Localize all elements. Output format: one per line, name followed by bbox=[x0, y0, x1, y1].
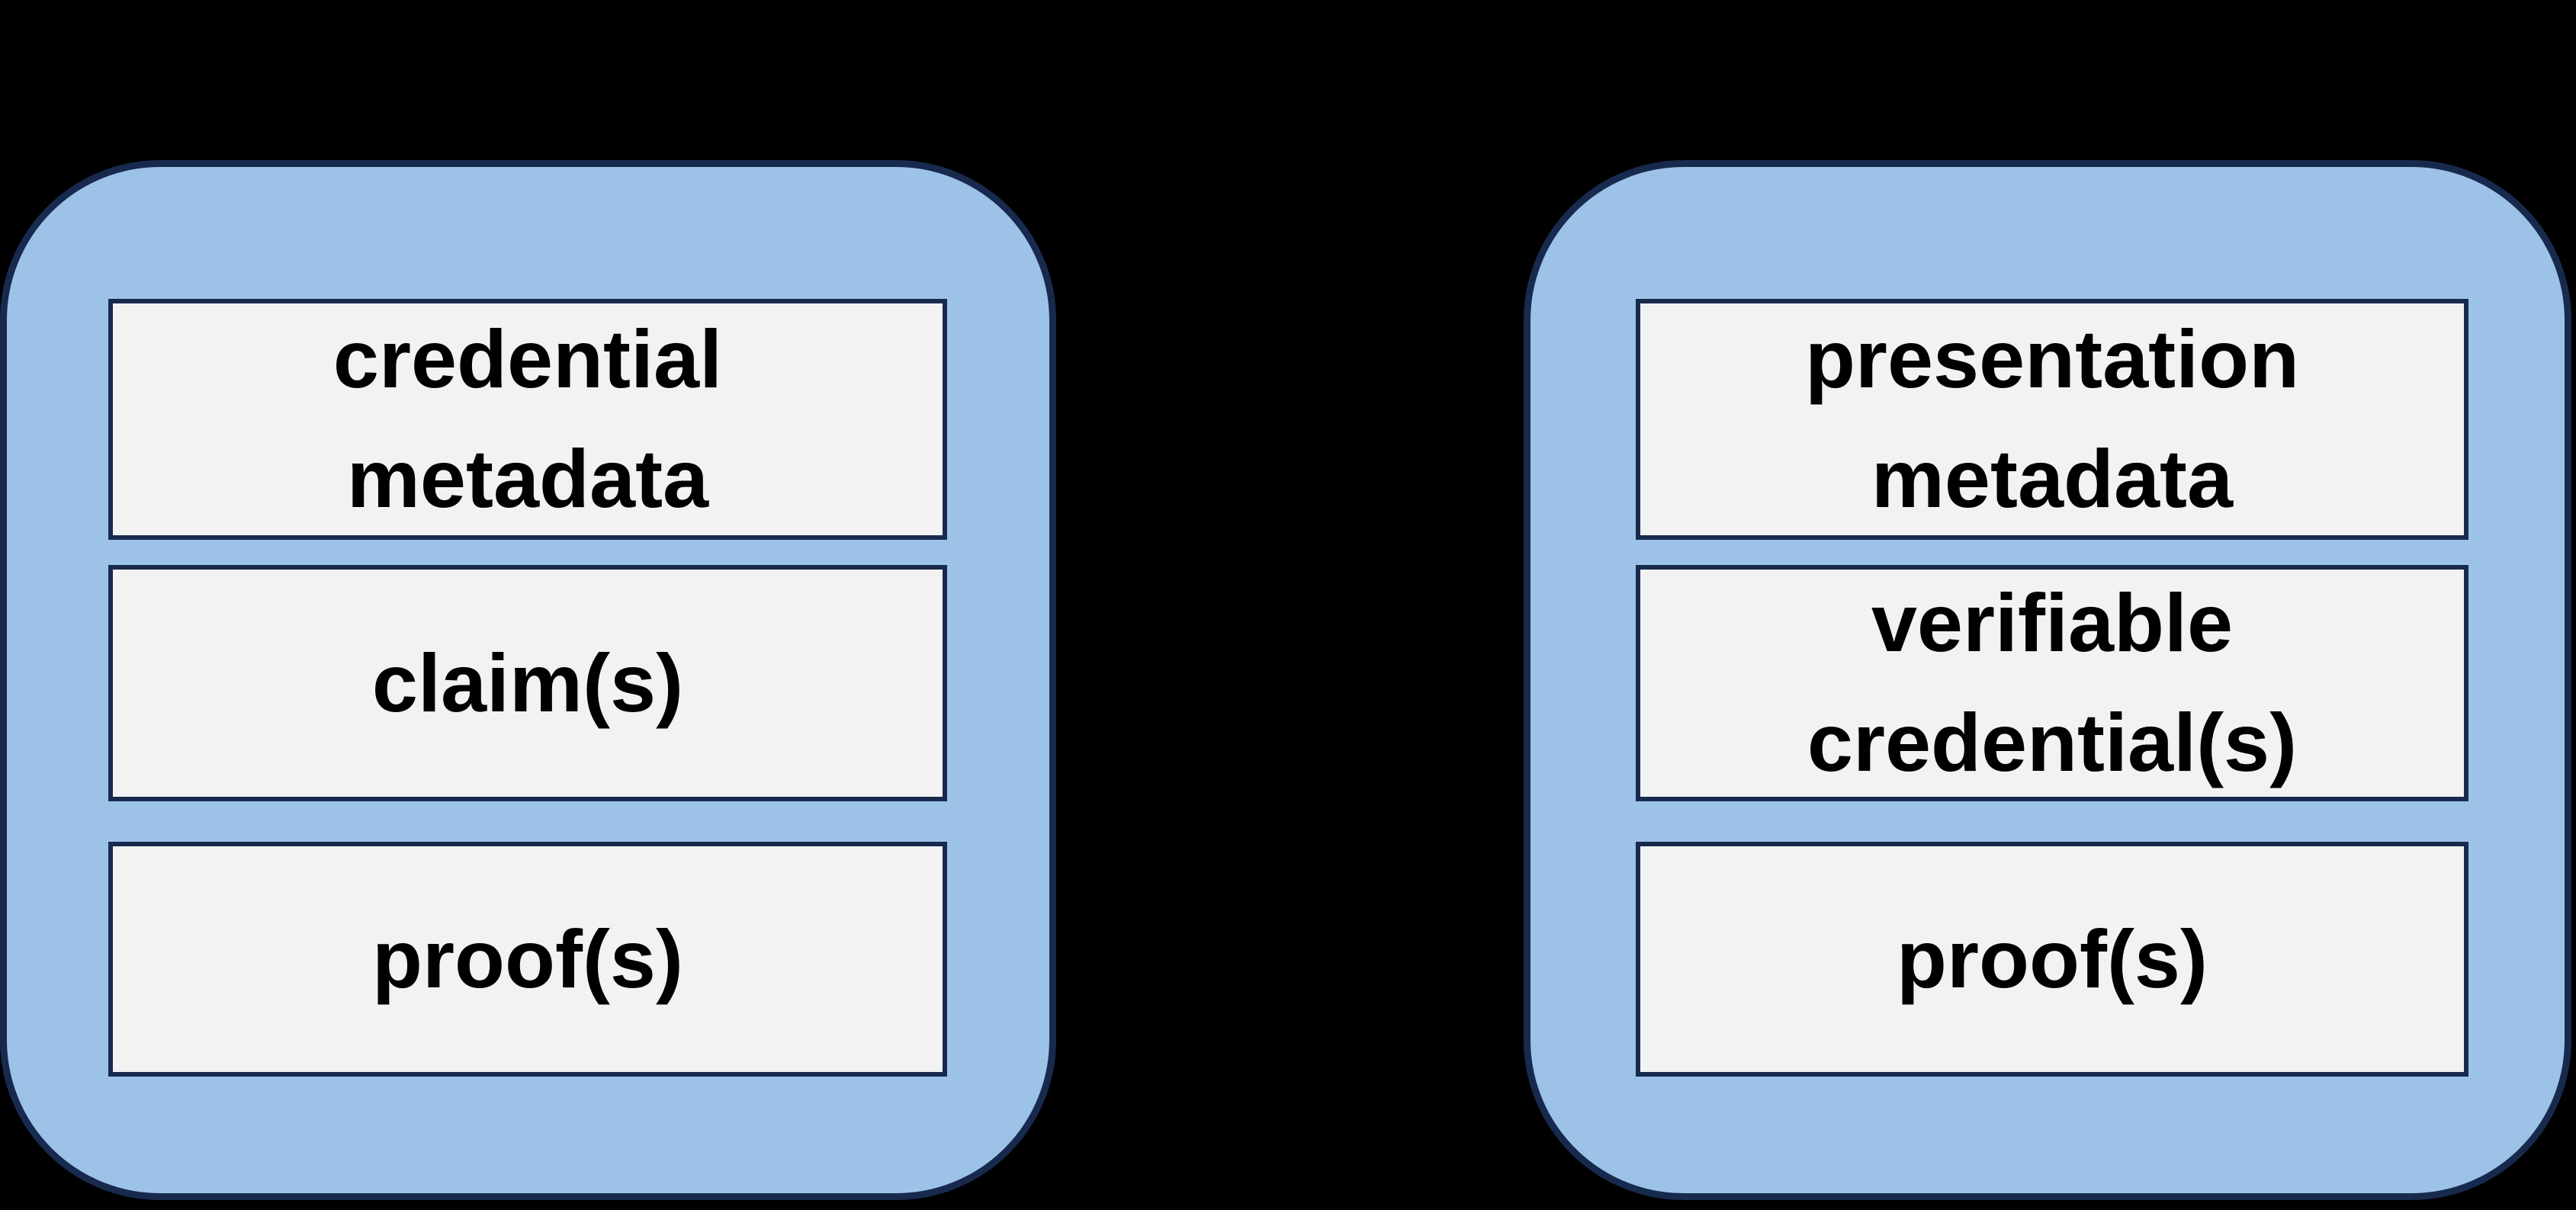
presentation-metadata-box: presentation metadata bbox=[1636, 299, 2468, 540]
credential-metadata-box: credential metadata bbox=[108, 299, 947, 540]
verifiable-credentials-box: verifiable credential(s) bbox=[1636, 565, 2468, 801]
credential-metadata-label: credential metadata bbox=[332, 313, 723, 525]
presentation-metadata-label: presentation metadata bbox=[1804, 313, 2300, 525]
verifiable-presentation-container: presentation metadata verifiable credent… bbox=[1524, 160, 2571, 1200]
claims-box: claim(s) bbox=[108, 565, 947, 801]
claims-label: claim(s) bbox=[371, 636, 684, 729]
verifiable-credentials-label: verifiable credential(s) bbox=[1807, 576, 2298, 788]
credential-proofs-box: proof(s) bbox=[108, 842, 947, 1077]
verifiable-credential-container: credential metadata claim(s) proof(s) bbox=[0, 160, 1056, 1200]
presentation-proofs-label: proof(s) bbox=[1897, 912, 2208, 1005]
credential-proofs-label: proof(s) bbox=[372, 912, 683, 1005]
presentation-proofs-box: proof(s) bbox=[1636, 842, 2468, 1077]
